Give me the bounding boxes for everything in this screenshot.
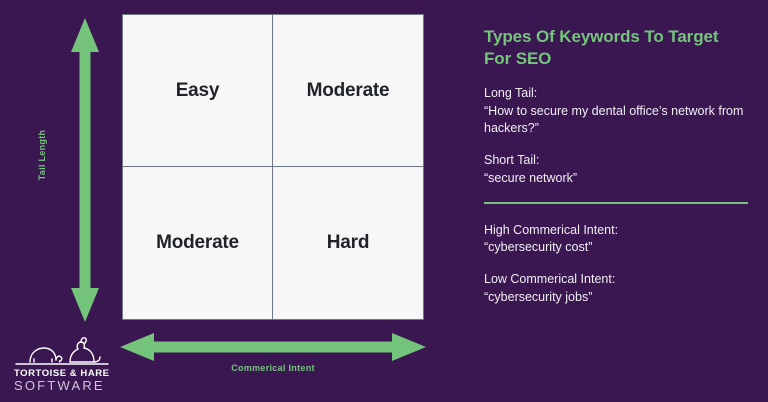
keyword-group-short-tail: Short Tail: “secure network” — [484, 152, 748, 188]
group-value: “How to secure my dental office’s networ… — [484, 103, 744, 136]
logo-brand-name: TORTOISE & HARE — [14, 368, 110, 379]
quadrant-label: Moderate — [306, 79, 390, 101]
keyword-difficulty-matrix: Easy Moderate Moderate Hard — [122, 14, 424, 320]
keyword-group-long-tail: Long Tail: “How to secure my dental offi… — [484, 85, 748, 138]
x-axis-label: Commerical Intent — [231, 363, 315, 373]
group-label: Long Tail: — [484, 85, 538, 100]
logo-brand-sub: SOFTWARE — [14, 378, 105, 393]
panel-heading: Types Of Keywords To Target For SEO — [484, 27, 719, 69]
keyword-group-low-intent: Low Commerical Intent: “cybersecurity jo… — [484, 271, 748, 307]
y-axis-label: Tail Length — [37, 129, 47, 181]
copy-panel: Types Of Keywords To Target For SEO Long… — [484, 26, 748, 321]
matrix-quadrant-bottom-left: Moderate — [123, 167, 273, 319]
tortoise-and-hare-icon — [15, 337, 109, 365]
matrix-grid: Easy Moderate Moderate Hard — [123, 15, 423, 319]
group-value: “cybersecurity cost” — [484, 240, 593, 255]
quadrant-label: Moderate — [156, 232, 239, 253]
matrix-quadrant-top-right: Moderate — [273, 15, 423, 167]
brand-logo: TORTOISE & HARE SOFTWARE — [14, 336, 110, 393]
quadrant-label: Hard — [326, 232, 370, 253]
quadrant-label: Easy — [175, 79, 220, 101]
keyword-group-high-intent: High Commerical Intent: “cybersecurity c… — [484, 222, 748, 258]
group-value: “cybersecurity jobs” — [484, 289, 593, 304]
group-label: High Commerical Intent: — [484, 222, 619, 237]
horizontal-double-arrow-icon — [120, 333, 426, 361]
matrix-quadrant-top-left: Easy — [123, 15, 273, 167]
vertical-double-arrow-icon — [71, 18, 99, 322]
group-label: Low Commerical Intent: — [484, 272, 616, 287]
matrix-quadrant-bottom-right: Hard — [273, 167, 423, 319]
group-label: Short Tail: — [484, 153, 540, 168]
section-divider — [484, 201, 748, 204]
group-value: “secure network” — [484, 170, 578, 185]
